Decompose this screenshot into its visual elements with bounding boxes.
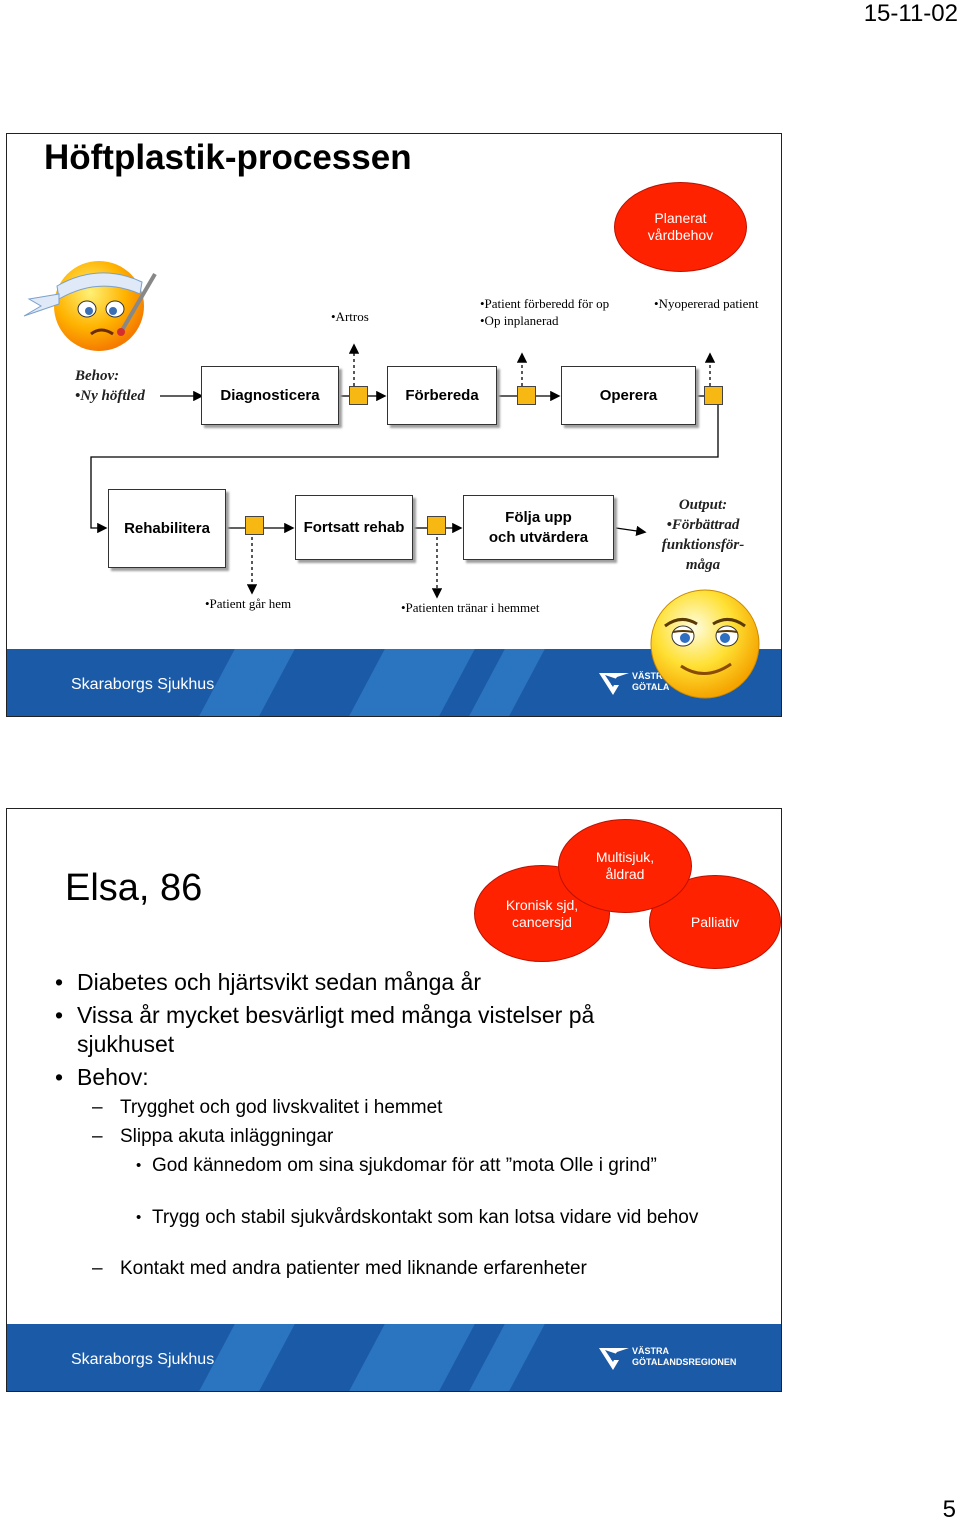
bullet-diabetes: •Diabetes och hjärtsvikt sedan många år — [55, 969, 481, 995]
multi-label: Multisjuk, åldrad — [595, 849, 655, 882]
follow-line2: och utvärdera — [488, 528, 589, 546]
step-marker — [517, 386, 536, 405]
box-follow-up: Följa upp och utvärdera — [463, 495, 614, 560]
slide-hip-process: Höftplastik-processen Planerat vårdbehov — [6, 133, 782, 717]
region-line2: GÖTALA — [632, 682, 670, 692]
vgr-logo-icon — [597, 669, 631, 704]
slide-title: Elsa, 86 — [65, 867, 203, 909]
page-date: 15-11-02 — [863, 0, 958, 27]
planned-care-label: Planerat vårdbehov — [647, 210, 714, 243]
box-continued-label: Fortsatt rehab — [303, 518, 405, 536]
planned-care-oval: Planerat vårdbehov — [614, 182, 747, 272]
box-diagnose: Diagnosticera — [201, 366, 339, 425]
multi-oval: Multisjuk, åldrad — [558, 819, 692, 913]
note-planned: •Op inplanerad — [480, 313, 559, 328]
slide-title: Höftplastik-processen — [44, 138, 412, 177]
box-continued-rehab: Fortsatt rehab — [295, 495, 413, 560]
footer-hospital: Skaraborgs Sjukhus — [71, 1351, 215, 1368]
bullet-years: • Vissa år mycket besvärligt med många v… — [55, 1002, 595, 1057]
footer-hospital: Skaraborgs Sjukhus — [71, 676, 215, 693]
step-marker — [704, 386, 723, 405]
palliative-oval: Palliativ — [649, 875, 781, 969]
output-label: Output: •Förbättrad funktionsför- måga — [647, 495, 759, 575]
note-trains-home: •Patienten tränar i hemmet — [401, 600, 540, 615]
box-prepare-label: Förbereda — [405, 386, 479, 404]
sick-face-icon — [19, 254, 159, 354]
region-line2: GÖTALANDSREGIONEN — [632, 1357, 737, 1367]
box-prepare: Förbereda — [387, 366, 497, 425]
box-diagnose-label: Diagnosticera — [220, 386, 320, 404]
note-artros: •Artros — [331, 309, 369, 324]
note-operated: •Nyopererad patient — [654, 296, 759, 311]
need-label: Behov: •Ny höftled — [75, 366, 145, 406]
vgr-logo-icon — [597, 1344, 631, 1379]
note-goes-home: •Patient går hem — [205, 596, 292, 611]
sub-safety: –Trygghet och god livskvalitet i hemmet — [92, 1097, 443, 1118]
chronic-label: Kronisk sjd, cancersjd — [505, 896, 579, 930]
output-line4: måga — [685, 557, 721, 573]
output-line1: Output: — [678, 497, 728, 513]
sub-peer-contact: –Kontakt med andra patienter med liknand… — [92, 1258, 587, 1279]
happy-face-icon — [645, 586, 765, 701]
output-line2: •Förbättrad — [666, 517, 740, 533]
bullet-needs: •Behov: — [55, 1064, 149, 1090]
step-marker — [245, 516, 264, 535]
box-rehab-label: Rehabilitera — [124, 519, 210, 537]
slide-elsa: Elsa, 86 Kronisk sjd, cancersjd Palliati… — [6, 808, 782, 1392]
page-number: 5 — [942, 1496, 956, 1523]
subsub-knowledge: •God kännedom om sina sjukdomar för att … — [136, 1155, 657, 1176]
step-marker — [427, 516, 446, 535]
box-operate: Operera — [561, 366, 696, 425]
box-rehab: Rehabilitera — [108, 489, 226, 568]
slide-footer: Skaraborgs Sjukhus VÄSTRA GÖTALA — [7, 649, 781, 716]
bullet-years-line2: sjukhuset — [77, 1031, 175, 1057]
slide-footer: Skaraborgs Sjukhus VÄSTRA GÖTALANDSREGIO… — [7, 1324, 781, 1391]
palliative-label: Palliativ — [690, 913, 740, 930]
need-line2: •Ny höftled — [75, 388, 145, 404]
process-connectors — [90, 343, 719, 599]
step-marker — [349, 386, 368, 405]
follow-line1: Följa upp — [505, 508, 572, 526]
subsub-contact: •Trygg och stabil sjukvårdskontakt som k… — [136, 1207, 699, 1228]
sub-avoid-admissions: –Slippa akuta inläggningar — [92, 1126, 334, 1147]
need-line1: Behov: — [75, 368, 120, 384]
note-prepared: •Patient förberedd för op — [480, 296, 610, 311]
output-line3: funktionsför- — [661, 537, 745, 553]
bullet-years-line1: Vissa år mycket besvärligt med många vis… — [77, 1002, 595, 1028]
box-operate-label: Operera — [599, 386, 658, 404]
region-line1: VÄSTRA — [632, 671, 670, 681]
region-line1: VÄSTRA — [632, 1346, 670, 1356]
